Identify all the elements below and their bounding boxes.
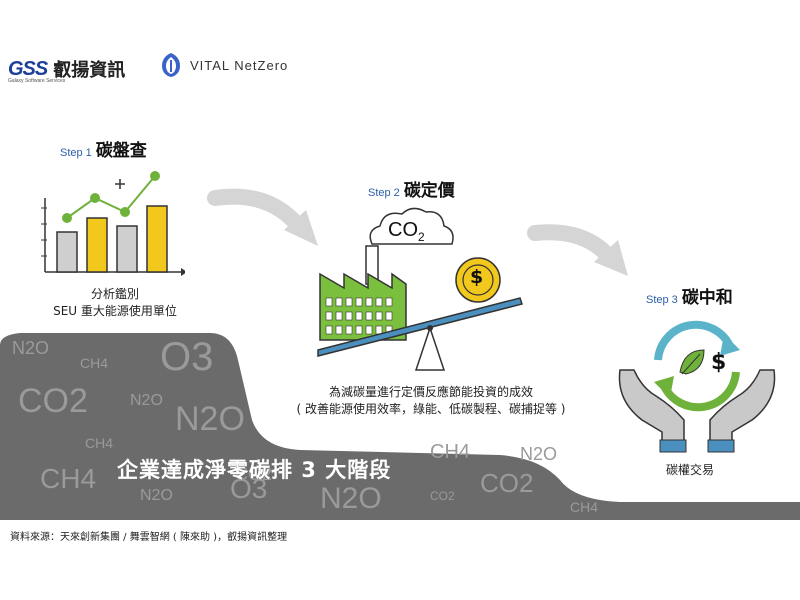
vital-netzero-logo: VITAL NetZero bbox=[160, 52, 288, 78]
vital-netzero-name: VITAL NetZero bbox=[190, 57, 289, 73]
molecule-o3: O3 bbox=[160, 335, 213, 379]
step2-caption: 為減碳量進行定價反應節能投資的成效 ( 改善能源使用效率，綠能、低碳製程、碳捕捉… bbox=[266, 384, 596, 418]
carbon-neutral-hands-icon bbox=[618, 320, 776, 453]
molecule-n2o: N2O bbox=[130, 392, 163, 409]
molecule-n2o: N2O bbox=[12, 338, 49, 358]
source-note: 資料來源：天來創新集團 / 舞雲智網 ( 陳來助 )，叡揚資訊整理 bbox=[10, 532, 288, 543]
gss-logo: GSS 叡揚資訊 bbox=[8, 56, 125, 82]
molecule-co2: CO2 bbox=[480, 468, 533, 498]
molecule-o3: O3 bbox=[230, 473, 267, 504]
co2-label: CO2 bbox=[388, 219, 425, 244]
step2-title: 碳定價 bbox=[403, 181, 455, 201]
step1-label: Step 1 bbox=[60, 147, 92, 159]
molecule-co2: CO2 bbox=[235, 464, 272, 484]
bar-chart-icon bbox=[41, 171, 185, 276]
vital-logo-icon bbox=[162, 53, 180, 77]
co2-subscript: 2 bbox=[418, 230, 425, 244]
step1-title: 碳盤查 bbox=[95, 141, 147, 161]
molecule-n2o: N2O bbox=[175, 400, 245, 438]
carbon-pricing-icon bbox=[317, 207, 523, 371]
gss-logo-subtitle: Galaxy Software Services bbox=[8, 78, 66, 84]
step2-label: Step 2 bbox=[368, 187, 400, 199]
step1-caption-line1: 分析鑑別 bbox=[90, 287, 139, 301]
molecule-co2: CO2 bbox=[18, 382, 88, 420]
molecule-ch4: CH4 bbox=[430, 441, 470, 463]
coin-dollar-icon: $ bbox=[470, 266, 484, 288]
step1-heading: Step 1 碳盤查 bbox=[60, 136, 147, 161]
molecule-n2o: N2O bbox=[140, 487, 173, 504]
step1-caption: 分析鑑別 SEU 重大能源使用單位 bbox=[40, 286, 190, 320]
step2-caption-line2: ( 改善能源使用效率，綠能、低碳製程、碳捕捉等 ) bbox=[296, 402, 566, 416]
step2-heading: Step 2 碳定價 bbox=[368, 176, 455, 201]
step3-label: Step 3 bbox=[646, 294, 678, 306]
step3-heading: Step 3 碳中和 bbox=[646, 283, 733, 308]
gss-logo-mark: GSS bbox=[8, 57, 48, 80]
banner-title: 企業達成淨零碳排 3 大階段 bbox=[117, 458, 392, 482]
molecule-ch4: CH4 bbox=[80, 355, 108, 371]
step2-caption-line1: 為減碳量進行定價反應節能投資的成效 bbox=[328, 385, 533, 399]
step3-caption-line1: 碳權交易 bbox=[665, 463, 714, 477]
step3-dollar-icon: $ bbox=[711, 350, 727, 375]
step1-caption-line2: SEU 重大能源使用單位 bbox=[53, 304, 177, 318]
molecule-ch4: CH4 bbox=[40, 463, 96, 494]
gss-company-name: 叡揚資訊 bbox=[53, 60, 126, 81]
molecule-decorations: N2O CH4 O3 CO2 N2O N2O CH4 CH4 N2O O3 N2… bbox=[12, 335, 598, 515]
step3-caption: 碳權交易 bbox=[640, 462, 740, 479]
molecule-co2: CO2 bbox=[430, 489, 455, 503]
co2-text: CO bbox=[388, 219, 418, 241]
molecule-n2o: N2O bbox=[320, 482, 382, 515]
step3-title: 碳中和 bbox=[681, 288, 733, 308]
molecule-ch4: CH4 bbox=[85, 435, 113, 451]
molecule-ch4: CH4 bbox=[570, 499, 598, 515]
molecule-n2o: N2O bbox=[520, 444, 557, 464]
